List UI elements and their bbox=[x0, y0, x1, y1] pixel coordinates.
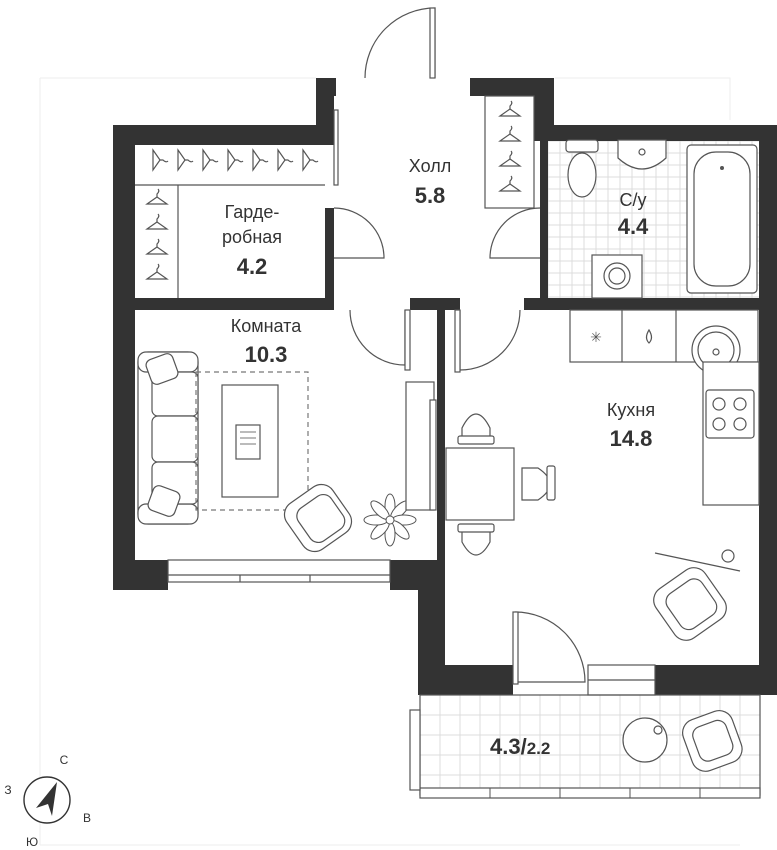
balcony-area-reduced: 2.2 bbox=[527, 739, 551, 758]
hanger-icon bbox=[202, 148, 219, 172]
compass-south: Ю bbox=[26, 835, 38, 849]
balcony bbox=[409, 694, 761, 799]
hanger-icon bbox=[277, 148, 294, 172]
room-name: Комната bbox=[231, 316, 302, 336]
hanger-icon bbox=[498, 175, 522, 192]
room-window bbox=[167, 559, 391, 583]
hanger-icon bbox=[498, 150, 522, 167]
balcony-area: 4.3 bbox=[490, 734, 521, 759]
hall-closet bbox=[333, 95, 535, 209]
compass: С З В Ю bbox=[4, 753, 91, 849]
compass-east: В bbox=[83, 811, 91, 825]
doors bbox=[333, 7, 586, 685]
room-furniture bbox=[137, 351, 437, 553]
bathroom-fixtures bbox=[565, 139, 758, 299]
svg-text:✳: ✳ bbox=[590, 330, 602, 346]
hanger-icon bbox=[145, 213, 169, 230]
compass-north: С bbox=[60, 753, 69, 767]
hanger-icon bbox=[177, 148, 194, 172]
wardrobe-name-1: Гарде- bbox=[225, 202, 280, 222]
kitchen-name: Кухня bbox=[607, 400, 655, 420]
hanger-icon bbox=[145, 238, 169, 255]
hanger-icon bbox=[227, 148, 244, 172]
walls bbox=[113, 78, 777, 696]
hanger-icon bbox=[252, 148, 269, 172]
wardrobe-area: 4.2 bbox=[237, 254, 268, 279]
kitchen-area: 14.8 bbox=[610, 426, 653, 451]
kitchen-furniture: ✳ bbox=[445, 309, 760, 641]
hall-area: 5.8 bbox=[415, 183, 446, 208]
balcony-separator: / bbox=[521, 734, 527, 759]
compass-arrow-icon bbox=[36, 782, 57, 816]
balcony-area-label: 4.3/2.2 bbox=[490, 734, 550, 759]
hall-name: Холл bbox=[409, 156, 451, 176]
hanger-icon bbox=[498, 125, 522, 142]
site-outline-right bbox=[555, 77, 731, 120]
bathroom-area: 4.4 bbox=[618, 214, 649, 239]
compass-west: З bbox=[4, 783, 11, 797]
wardrobe-name-2: робная bbox=[222, 227, 282, 247]
balcony-furniture bbox=[622, 710, 743, 772]
wardrobe-shelves bbox=[135, 148, 325, 298]
hanger-icon bbox=[498, 100, 522, 117]
hanger-icon bbox=[152, 148, 169, 172]
bathroom-name: С/у bbox=[620, 190, 647, 210]
hanger-icon bbox=[145, 188, 169, 205]
hanger-icon bbox=[145, 263, 169, 280]
room-area: 10.3 bbox=[245, 342, 288, 367]
hanger-icon bbox=[302, 148, 319, 172]
